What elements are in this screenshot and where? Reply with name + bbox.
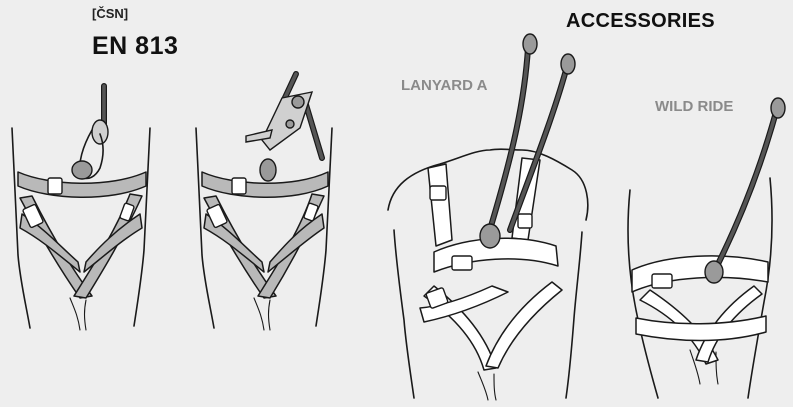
wild-ride-harness-illustration xyxy=(628,98,785,398)
sit-harness-descender-illustration xyxy=(196,74,332,330)
sit-harness-carabiner-illustration xyxy=(12,86,150,330)
lanyard-a-harness-illustration xyxy=(388,34,588,400)
